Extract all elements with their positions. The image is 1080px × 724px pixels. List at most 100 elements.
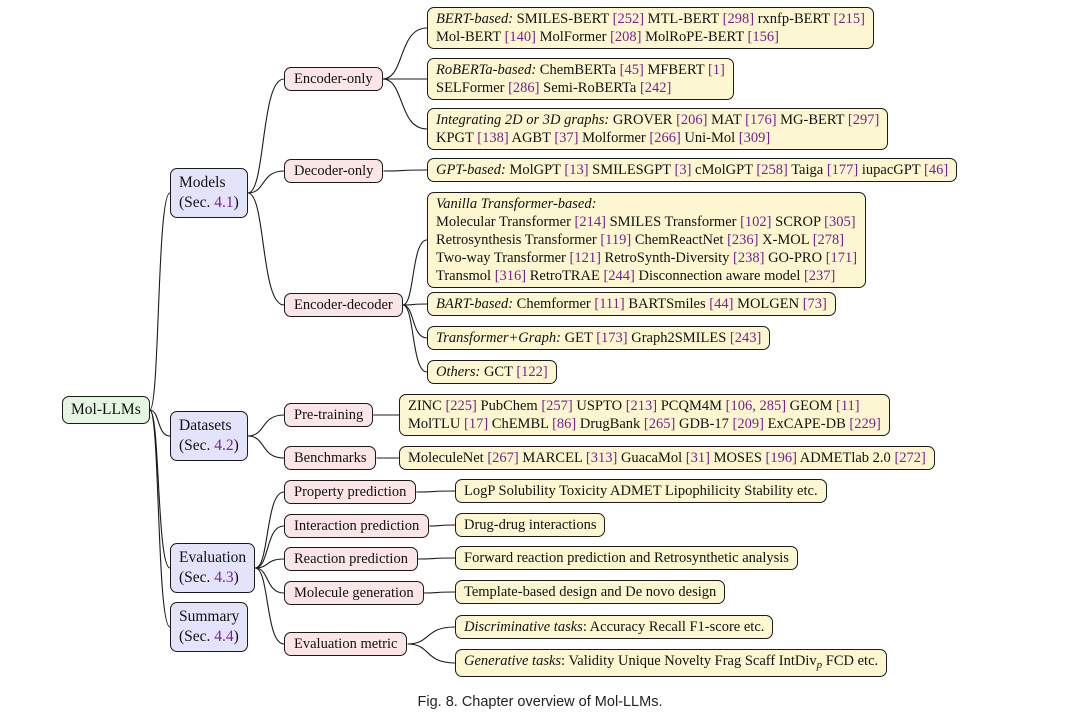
category-summary: Summary (Sec. 4.4)	[170, 602, 249, 652]
citation-link[interactable]: [86]	[552, 416, 577, 432]
citation-link[interactable]: [171]	[825, 250, 858, 266]
leaf-text: BART-based:	[436, 296, 514, 312]
leaf-line: Transformer+Graph: GET [173] Graph2SMILE…	[436, 329, 761, 347]
citation-link[interactable]: [244]	[603, 268, 635, 284]
citation-link[interactable]: [305]	[824, 214, 856, 230]
category-title: Models	[179, 174, 226, 191]
subcategory-interaction-prediction: Interaction prediction	[284, 514, 430, 538]
citation-link[interactable]: [173]	[596, 330, 628, 346]
leaf-text: SMILESGPT	[588, 162, 675, 178]
citation-link[interactable]: [213]	[625, 398, 658, 414]
section-link[interactable]: 4.1	[214, 194, 234, 211]
citation-link[interactable]: [267]	[487, 450, 519, 466]
citation-link[interactable]: [298]	[722, 11, 755, 27]
subcategory-encoder-decoder: Encoder-decoder	[284, 293, 403, 317]
tree-edge	[255, 525, 285, 569]
leaf-text: ChemReactNet	[631, 232, 728, 248]
leaf-text: RoBERTa-based:	[436, 62, 537, 78]
citation-link[interactable]: [252]	[612, 11, 645, 27]
citation-link[interactable]: [238]	[733, 250, 765, 266]
citation-link[interactable]: [102]	[740, 214, 772, 230]
leaf-others: Others: GCT [122]	[427, 360, 557, 384]
citation-link[interactable]: [266]	[649, 130, 681, 146]
citation-link[interactable]: [229]	[849, 416, 881, 432]
section-link[interactable]: 4.3	[214, 569, 234, 586]
leaf-text: ZINC	[408, 398, 446, 414]
citation-link[interactable]: [243]	[729, 330, 762, 346]
citation-link[interactable]: [237]	[803, 268, 836, 284]
leaf-generation-tasks: Template-based design and De novo design	[455, 580, 726, 604]
leaf-line: MoleculeNet [267] MARCEL [313] GuacaMol …	[408, 449, 926, 467]
leaf-line: Two-way Transformer [121] RetroSynth-Div…	[436, 249, 857, 267]
leaf-bart-based: BART-based: Chemformer [111] BARTSmiles …	[427, 292, 836, 316]
tree-edge	[402, 304, 428, 373]
citation-link[interactable]: [258]	[756, 162, 788, 178]
citation-link[interactable]: [73]	[802, 296, 827, 312]
leaf-roberta-based: RoBERTa-based: ChemBERTa [45] MFBERT [1]…	[427, 58, 734, 100]
citation-link[interactable]: [236]	[727, 232, 759, 248]
citation-link[interactable]: [46]	[924, 162, 949, 178]
citation-link[interactable]: [1]	[707, 62, 725, 78]
citation-link[interactable]: [206]	[676, 112, 708, 128]
citation-link[interactable]: [17]	[463, 416, 489, 432]
leaf-text: Chemformer	[513, 296, 595, 312]
citation-link[interactable]: [316]	[494, 268, 527, 284]
leaf-text: PCQM4M	[657, 398, 726, 414]
citation-link[interactable]: [13]	[564, 162, 589, 178]
leaf-text: KPGT	[436, 130, 478, 146]
citation-link[interactable]: [309]	[738, 130, 771, 146]
citation-link[interactable]: [122]	[516, 364, 548, 380]
tree-edge	[429, 524, 456, 527]
tree-edge	[149, 192, 171, 411]
citation-link[interactable]: [272]	[894, 450, 926, 466]
citation-link[interactable]: [278]	[812, 232, 845, 248]
section-link[interactable]: 4.4	[214, 628, 234, 645]
leaf-text: ADMETlab 2.0	[796, 450, 895, 466]
citation-link[interactable]: [257]	[541, 398, 573, 414]
section-link[interactable]: 4.2	[214, 437, 234, 454]
citation-link[interactable]: [176]	[745, 112, 777, 128]
citation-link[interactable]: [3]	[674, 162, 692, 178]
leaf-text: GEOM	[786, 398, 836, 414]
leaf-text: Mol-BERT	[436, 29, 505, 45]
leaf-line: ZINC [225] PubChem [257] USPTO [213] PCQ…	[408, 397, 881, 415]
citation-link[interactable]: [37]	[554, 130, 579, 146]
leaf-text: : Accuracy Recall F1-score etc.	[582, 619, 765, 635]
citation-link[interactable]: [111]	[594, 296, 625, 312]
citation-link[interactable]: [156]	[747, 29, 779, 45]
citation-link[interactable]: [177]	[826, 162, 859, 178]
citation-link[interactable]: [31]	[685, 450, 710, 466]
subcategory-decoder-only: Decoder-only	[284, 159, 384, 183]
leaf-text: ExCAPE-DB	[763, 416, 850, 432]
leaf-text: Integrating 2D or 3D graphs:	[436, 112, 610, 128]
citation-link[interactable]: [286]	[508, 80, 540, 96]
citation-link[interactable]: [121]	[569, 250, 601, 266]
leaf-text: DrugBank	[576, 416, 644, 432]
root-node-mol-llms: Mol-LLMs	[62, 396, 150, 424]
citation-link[interactable]: [225]	[445, 398, 477, 414]
leaf-line: Generative tasks: Validity Unique Novelt…	[464, 652, 878, 674]
citation-link[interactable]: [297]	[847, 112, 880, 128]
leaf-text: p	[816, 659, 823, 671]
citation-link[interactable]: [209]	[732, 416, 764, 432]
citation-link[interactable]: [242]	[639, 80, 672, 96]
citation-link[interactable]: [106, 285]	[725, 398, 787, 414]
citation-link[interactable]: [214]	[574, 214, 606, 230]
citation-link[interactable]: [45]	[619, 62, 644, 78]
citation-link[interactable]: [208]	[610, 29, 642, 45]
leaf-line: GPT-based: MolGPT [13] SMILESGPT [3] cMo…	[436, 161, 948, 179]
citation-link[interactable]: [138]	[477, 130, 509, 146]
citation-link[interactable]: [119]	[600, 232, 632, 248]
leaf-text: Transformer+Graph:	[436, 330, 561, 346]
leaf-text: GPT-based:	[436, 162, 506, 178]
tree-edge	[382, 27, 428, 80]
citation-link[interactable]: [196]	[765, 450, 797, 466]
citation-link[interactable]: [11]	[835, 398, 860, 414]
citation-link[interactable]: [140]	[504, 29, 536, 45]
leaf-text: SELFormer	[436, 80, 509, 96]
citation-link[interactable]: [215]	[833, 11, 865, 27]
citation-link[interactable]: [44]	[709, 296, 734, 312]
citation-link[interactable]: [265]	[643, 416, 676, 432]
leaf-text: MAT	[707, 112, 746, 128]
citation-link[interactable]: [313]	[585, 450, 618, 466]
